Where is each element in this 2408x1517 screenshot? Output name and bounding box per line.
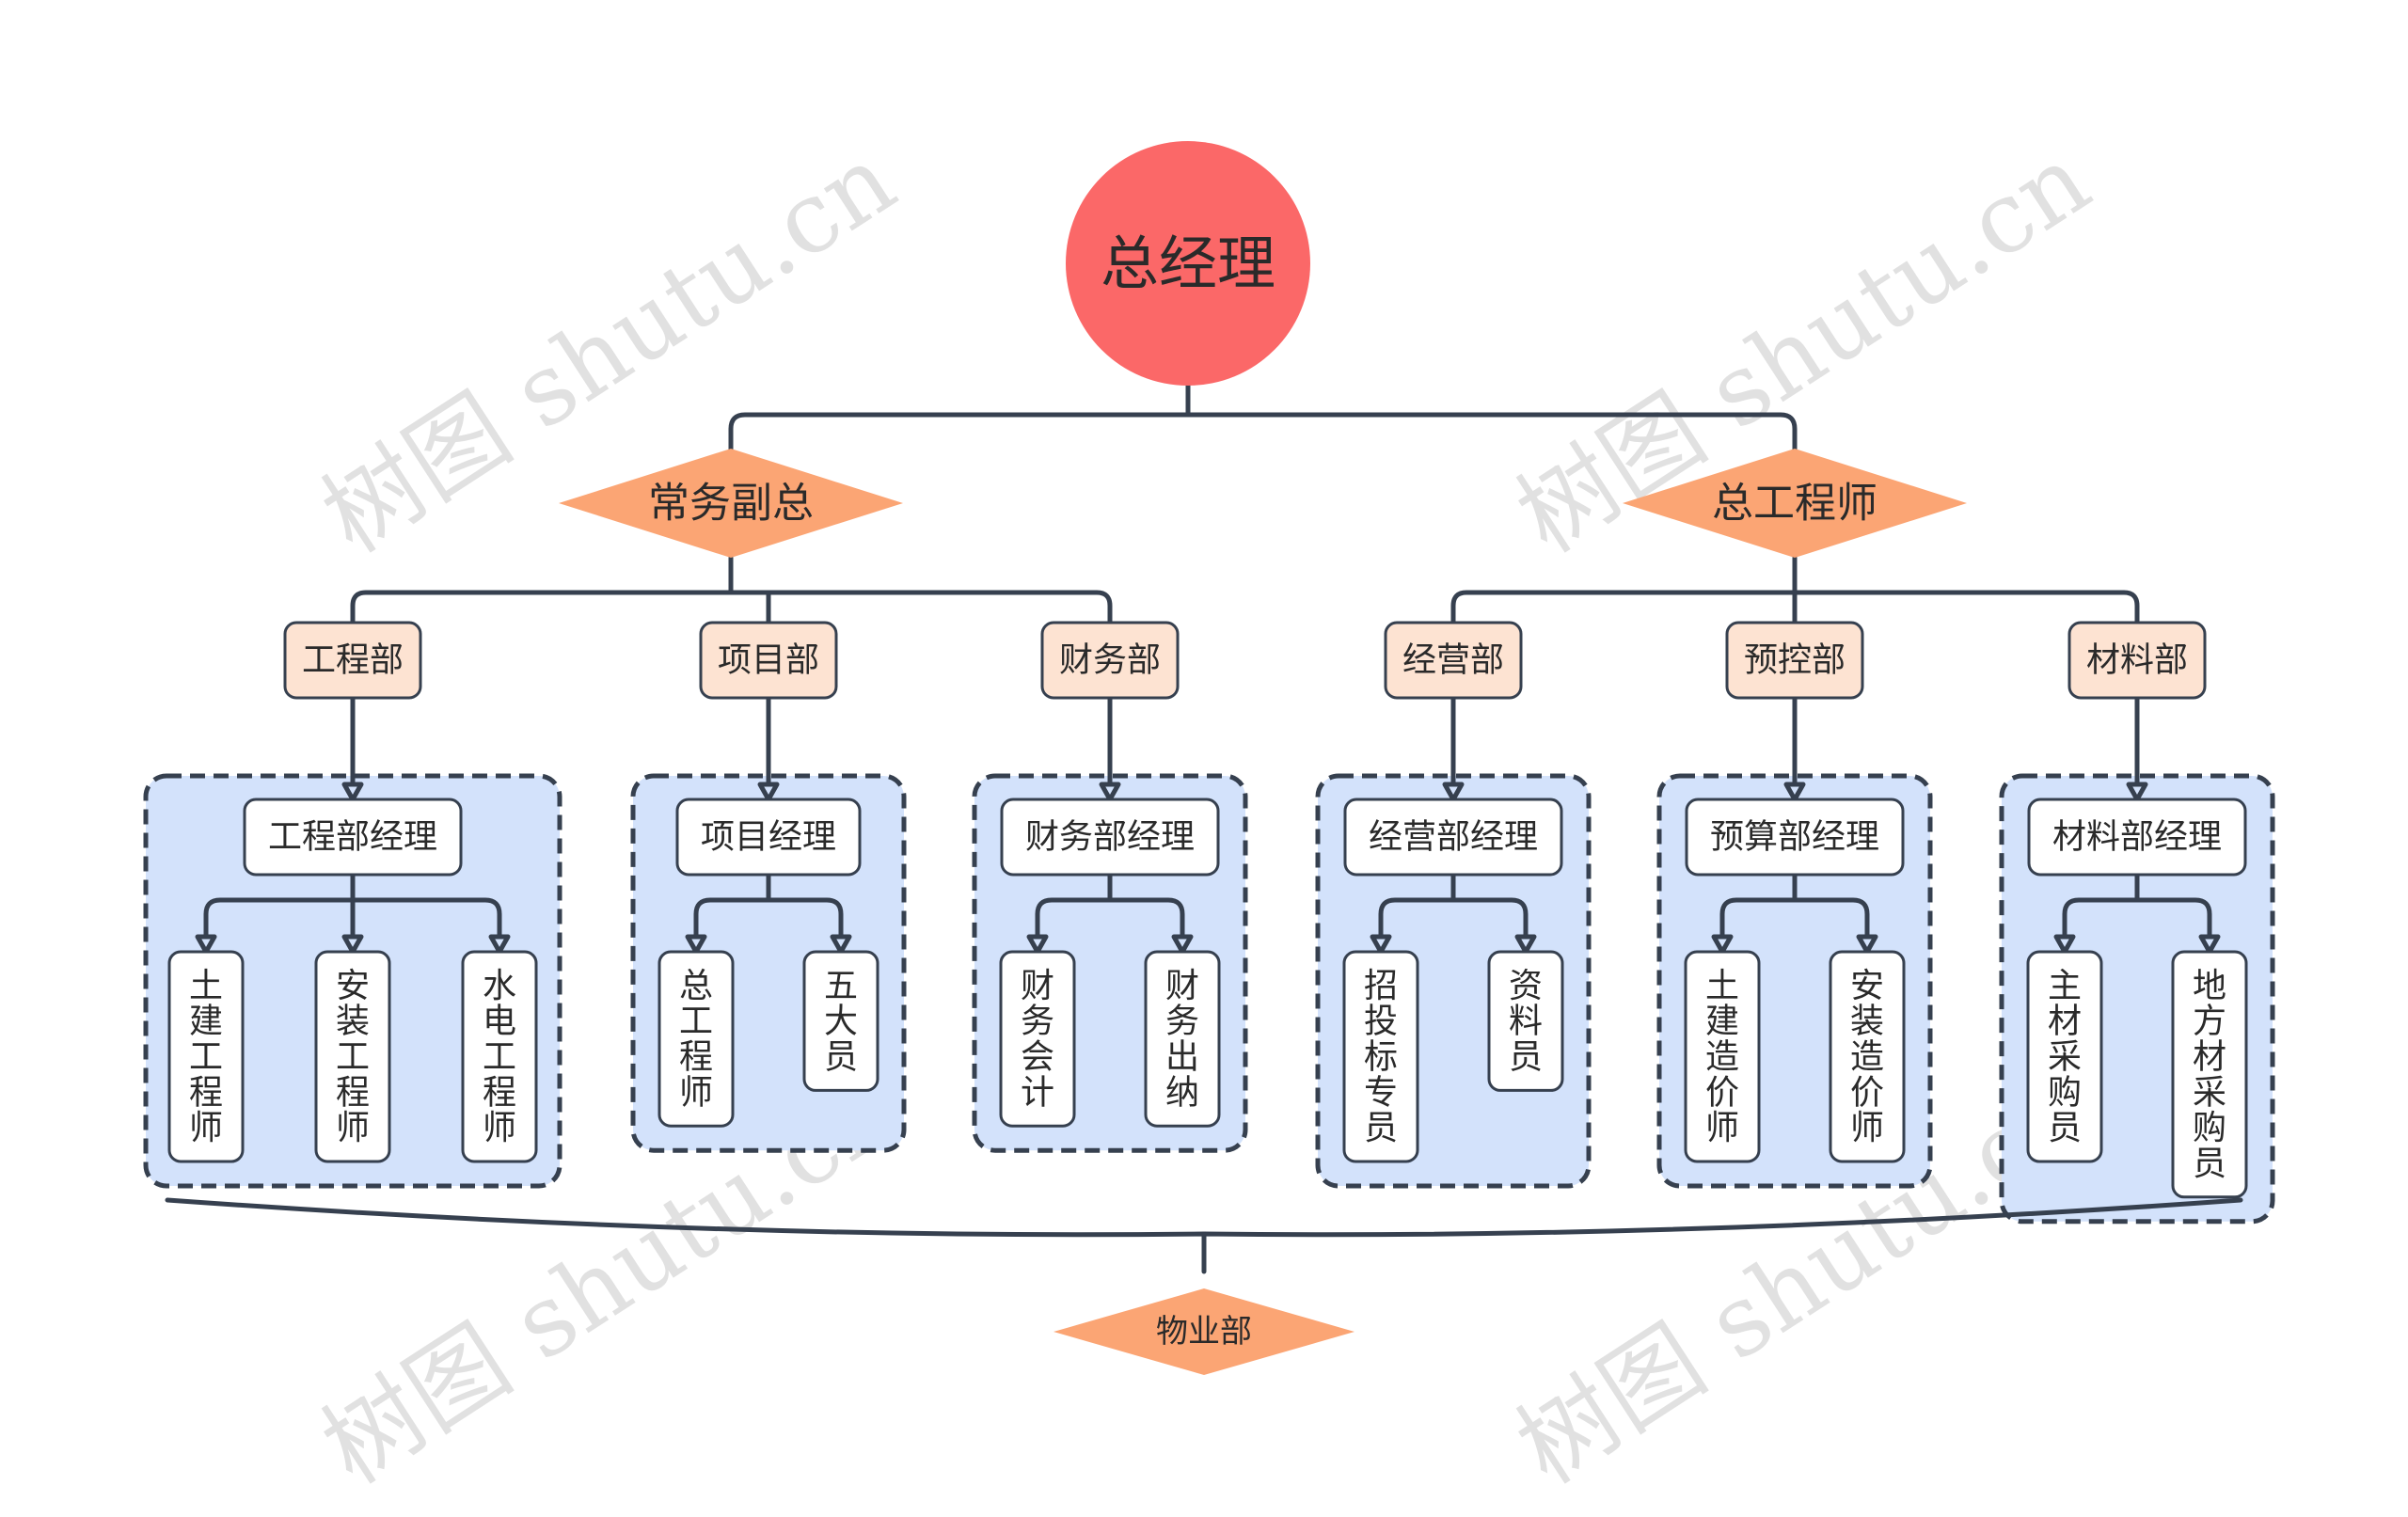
node-layer: 总经理常务副总工程部工程部经理土建工程师安装工程师水电工程师项目部项目经理总工程… (167, 141, 2248, 1375)
deputy-connector (1450, 555, 2140, 625)
department-label: 经营部 (1402, 641, 1504, 680)
arrow-head (488, 934, 511, 955)
staff-box (167, 950, 245, 1163)
staff-label: 总工程师 (679, 966, 713, 1111)
connector-layer (165, 383, 2243, 1274)
department-box (1040, 621, 1180, 700)
arrow-head (2126, 782, 2148, 802)
arrow-head (1783, 782, 1806, 802)
manager-box (1000, 798, 1220, 877)
staff-label: 土建造价师 (1705, 966, 1739, 1146)
arrow-head (2053, 934, 2076, 955)
staff-box (1684, 950, 1761, 1163)
bottom-diamond (1054, 1288, 1354, 1375)
staff-box (2171, 950, 2248, 1199)
staff-label: 主材采购员 (2048, 966, 2082, 1146)
root-label: 总经理 (1101, 229, 1275, 298)
staff-label: 土建工程师 (189, 966, 223, 1146)
staff-box (999, 950, 1076, 1128)
deputy-diamond (559, 449, 903, 558)
arrow-head (1442, 782, 1465, 802)
staff-box (461, 950, 538, 1163)
department-box (283, 621, 422, 700)
manager-to-staff-lines (1378, 872, 1529, 940)
department-label: 财务部 (1059, 641, 1161, 680)
staff-box (1487, 950, 1564, 1092)
department-label: 工程部 (302, 641, 404, 680)
manager-to-staff-lines (1719, 872, 1870, 940)
manager-box (2027, 798, 2247, 877)
deputy-connector (350, 555, 1113, 625)
staff-label: 财务出纳 (1165, 966, 1199, 1111)
arrow-head (1099, 782, 1121, 802)
staff-box (1342, 950, 1419, 1163)
arrow-head (341, 782, 364, 802)
arrow-head (757, 782, 780, 802)
staff-box (2026, 950, 2103, 1163)
arrow-head (341, 934, 364, 955)
staff-label: 安装造价师 (1850, 966, 1884, 1146)
staff-box (657, 950, 735, 1128)
root-connector (728, 383, 1798, 452)
arrow-head (1171, 934, 1194, 955)
staff-label: 招投标专员 (1364, 966, 1398, 1146)
deputy-label: 常务副总 (648, 480, 814, 528)
root-node (1066, 141, 1310, 386)
arrow-head (685, 934, 707, 955)
department-label: 材料部 (2086, 641, 2188, 680)
arrow-head (195, 934, 217, 955)
manager-to-staff-lines (693, 872, 844, 940)
bottom-label: 物业部 (1156, 1313, 1252, 1351)
staff-label: 安装工程师 (336, 966, 370, 1146)
manager-box (1685, 798, 1905, 877)
manager-label: 经营部经理 (1369, 818, 1538, 857)
staff-box (1829, 950, 1906, 1163)
staff-label: 资料员 (1509, 966, 1543, 1076)
manager-box (1343, 798, 1563, 877)
staff-label: 水电工程师 (483, 966, 516, 1146)
department-box (2067, 621, 2207, 700)
manager-to-staff-lines (2062, 872, 2212, 940)
manager-to-staff-lines (1035, 872, 1185, 940)
manager-label: 材料部经理 (2052, 818, 2222, 857)
staff-box (802, 950, 879, 1092)
department-box (1384, 621, 1523, 700)
arrow-head (1514, 934, 1537, 955)
department-label: 项目部 (718, 641, 819, 680)
arrow-head (2198, 934, 2221, 955)
manager-label: 预算部经理 (1710, 818, 1879, 857)
staff-label: 五大员 (824, 966, 858, 1076)
arrow-head (1026, 934, 1049, 955)
manager-to-staff-lines (203, 872, 502, 940)
department-label: 预控部 (1744, 641, 1846, 680)
deputy-diamond (1623, 449, 1967, 558)
staff-label: 地方材采购员 (2193, 966, 2226, 1182)
staff-label: 财务会计 (1021, 966, 1054, 1111)
department-box (1725, 621, 1864, 700)
manager-box (675, 798, 862, 877)
department-box (699, 621, 838, 700)
arrow-head (830, 934, 852, 955)
manager-box (243, 798, 463, 877)
staff-box (314, 950, 391, 1163)
arrow-head (1856, 934, 1878, 955)
manager-label: 项目经理 (701, 818, 836, 857)
staff-box (1144, 950, 1221, 1128)
manager-label: 工程部经理 (268, 818, 437, 857)
arrow-head (1711, 934, 1734, 955)
arrow-head (1370, 934, 1392, 955)
deputy-label: 总工程师 (1712, 480, 1877, 528)
manager-label: 财务部经理 (1025, 818, 1195, 857)
